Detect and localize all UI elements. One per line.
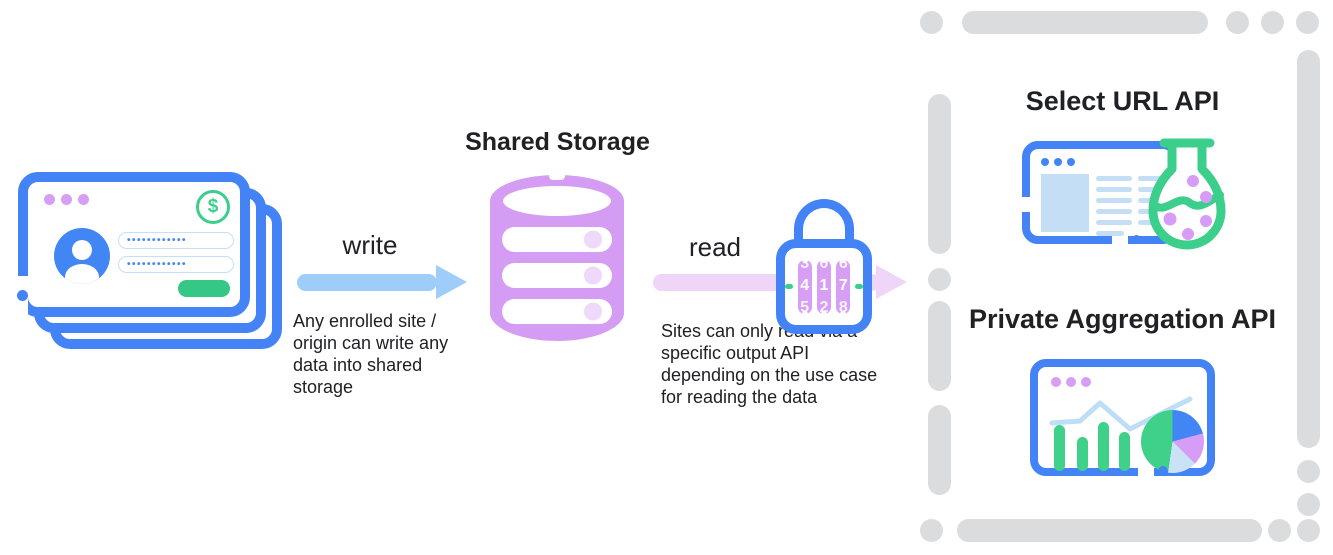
border-gap — [1022, 197, 1030, 212]
lock-dash-icon — [855, 284, 864, 289]
window-dot-icon — [61, 194, 72, 205]
lock-wheel[interactable]: 6 7 8 — [836, 259, 851, 314]
wheel-digit: 1 — [819, 276, 829, 294]
dashed-border-segment — [1297, 493, 1320, 516]
user-avatar-icon — [54, 228, 110, 284]
bubble-icon — [1200, 215, 1212, 227]
submit-button[interactable] — [178, 280, 230, 297]
dashed-border-segment — [928, 301, 951, 391]
dashed-border-segment — [920, 11, 943, 34]
text-line — [1138, 176, 1171, 181]
wheel-digit-below: 8 — [838, 298, 848, 314]
lock-wheel[interactable]: 0 1 2 — [816, 259, 832, 314]
wheel-digit: 4 — [800, 276, 810, 294]
lock-wheel[interactable]: 3 4 5 — [797, 259, 812, 314]
write-label: write — [342, 230, 398, 260]
database-icon — [490, 172, 624, 341]
write-arrow — [297, 274, 437, 291]
dashed-border-segment — [1226, 11, 1249, 34]
window-dot-icon — [1054, 158, 1062, 166]
dashed-border-segment — [962, 11, 1208, 34]
wheel-digit-below: 2 — [819, 298, 829, 314]
text-line — [1096, 176, 1132, 181]
dashed-border-segment — [1297, 460, 1320, 483]
private-aggregation-api-title: Private Aggregation API — [968, 304, 1277, 334]
border-dot — [17, 290, 28, 301]
dashed-border-segment — [920, 519, 943, 542]
window-dot-icon — [1051, 377, 1061, 387]
content-block — [1041, 174, 1089, 232]
dashed-border-segment — [928, 405, 951, 495]
dollar-icon: $ — [196, 190, 230, 224]
read-label: read — [688, 232, 742, 262]
read-arrow-head — [876, 265, 907, 299]
private-aggregation-window-icon — [1030, 359, 1215, 476]
bar-chart-icon — [1054, 422, 1130, 471]
window-dot-icon — [1041, 158, 1049, 166]
border-dot — [1132, 235, 1141, 244]
wheel-digit-above: 0 — [819, 259, 829, 272]
pie-chart-icon — [1141, 410, 1204, 473]
text-line — [1096, 198, 1132, 203]
dashed-border-segment — [928, 268, 951, 291]
bubble-icon — [1187, 175, 1199, 187]
bubble-icon — [1182, 228, 1194, 240]
password-field[interactable]: •••••••••••• — [118, 256, 234, 273]
dashed-border-segment — [1297, 519, 1320, 542]
write-arrow-head — [436, 265, 467, 299]
dashed-border-segment — [957, 519, 1262, 542]
window-dot-icon — [1066, 377, 1076, 387]
shared-storage-title: Shared Storage — [465, 128, 650, 156]
select-url-api-title: Select URL API — [1025, 86, 1220, 116]
window-dot-icon — [78, 194, 89, 205]
person-icon — [65, 240, 99, 284]
dashed-border-segment — [1268, 519, 1291, 542]
lock-dash-icon — [785, 284, 793, 289]
flask-icon — [1148, 138, 1226, 250]
read-description: Sites can only read via a specific outpu… — [661, 321, 878, 407]
wheel-digit: 7 — [838, 276, 848, 294]
text-line — [1096, 220, 1132, 225]
combination-lock-icon: 3 4 5 0 1 2 6 7 8 — [776, 239, 872, 334]
dashed-border-segment — [928, 94, 951, 254]
text-line — [1096, 187, 1132, 192]
bubble-icon — [1200, 191, 1212, 203]
write-description: Any enrolled site / origin can write any… — [293, 311, 449, 397]
window-dot-icon — [44, 194, 55, 205]
window-dot-icon — [1081, 377, 1091, 387]
wheel-digit-above: 6 — [838, 259, 848, 272]
text-line — [1096, 209, 1132, 214]
text-line — [1096, 231, 1124, 236]
password-field[interactable]: •••••••••••• — [118, 232, 234, 249]
dashed-border-segment — [1261, 11, 1284, 34]
dashed-border-segment — [1297, 50, 1320, 448]
border-gap — [1112, 236, 1128, 244]
wheel-digit-below: 5 — [800, 298, 810, 314]
dashed-border-segment — [1296, 11, 1319, 34]
lock-shackle-icon — [794, 199, 854, 257]
border-dot — [1158, 466, 1168, 476]
border-gap — [1138, 468, 1154, 476]
wheel-digit-above: 3 — [800, 259, 810, 272]
browser-window-front: $ •••••••••••• •••••••••••• — [18, 172, 250, 317]
bubble-icon — [1163, 212, 1177, 226]
window-dot-icon — [1067, 158, 1075, 166]
